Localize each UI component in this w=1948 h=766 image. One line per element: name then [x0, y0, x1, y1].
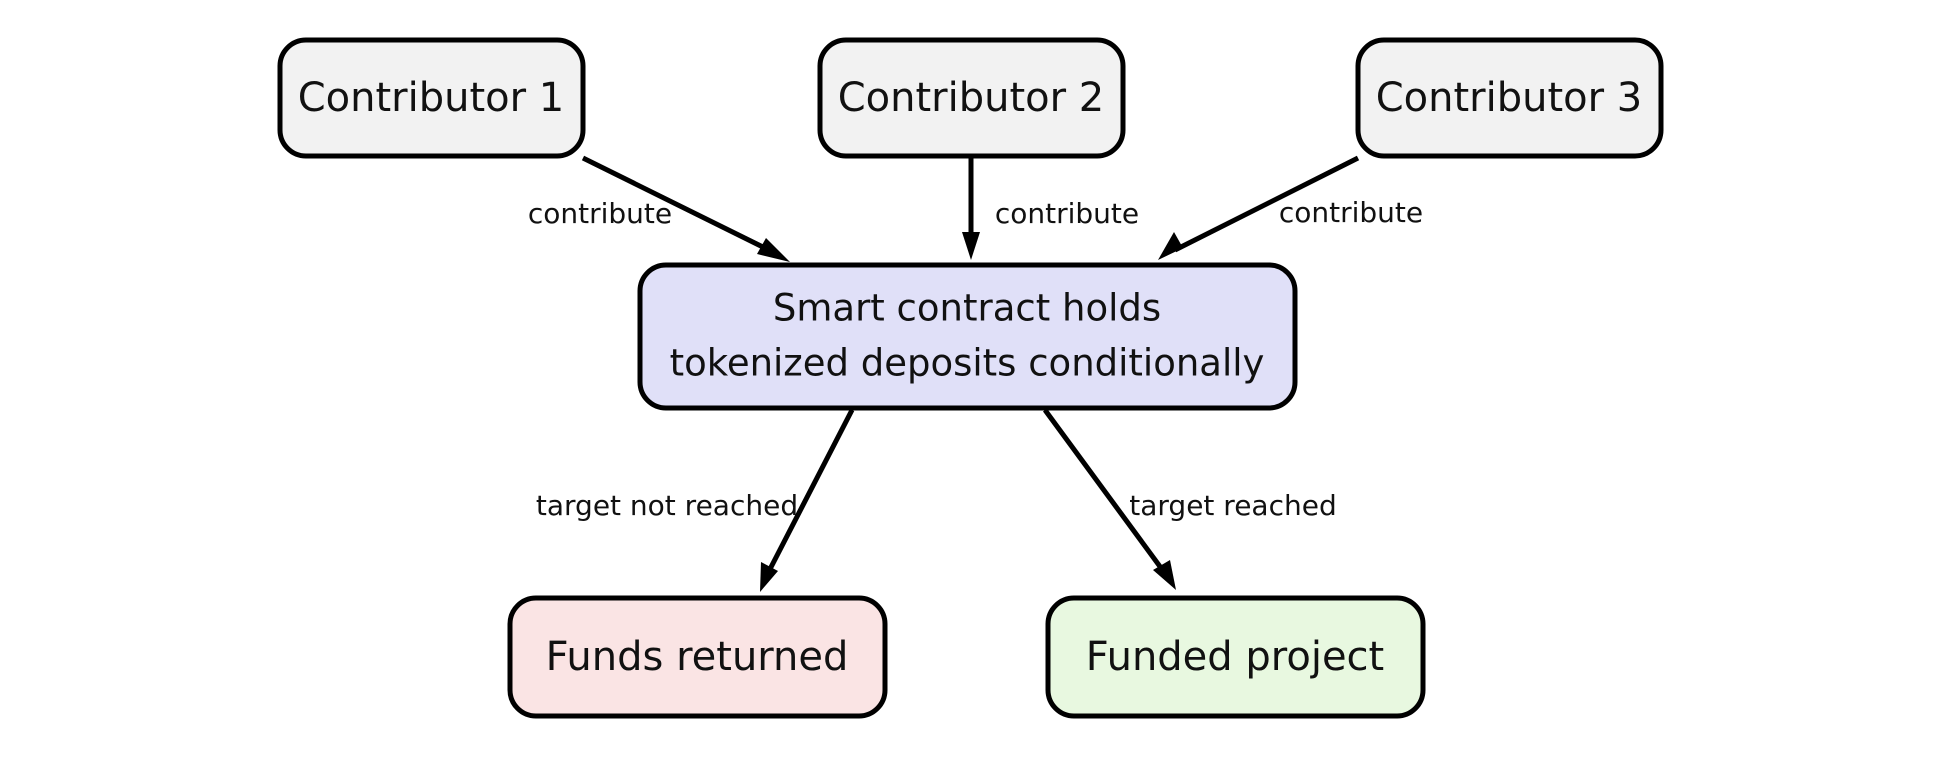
- edge-line-funded: [1042, 408, 1167, 574]
- node-smart-contract[interactable]: Smart contract holds tokenized deposits …: [637, 262, 1298, 411]
- edge-contributor3-to-contract: contribute: [1158, 155, 1423, 260]
- node-label-funds-returned: Funds returned: [546, 634, 849, 680]
- node-shape-smart-contract: [637, 262, 1298, 411]
- node-label-funded-project: Funded project: [1086, 634, 1384, 680]
- node-contributor-3[interactable]: Contributor 3: [1355, 37, 1664, 159]
- arrowhead-c1: [757, 238, 790, 262]
- edge-contributor1-to-contract: contribute: [528, 155, 790, 262]
- arrowhead-returned: [760, 562, 778, 592]
- node-contributor-2[interactable]: Contributor 2: [817, 37, 1126, 159]
- edge-line-returned: [765, 408, 855, 575]
- node-shape-contributor-1: [277, 37, 586, 159]
- node-label-smart-contract-line1: Smart contract holds: [773, 287, 1161, 330]
- edge-label-contribute-3: contribute: [1279, 196, 1423, 229]
- edge-line-c1: [581, 155, 777, 256]
- edge-contract-to-funded-project: target reached: [1042, 408, 1337, 590]
- arrowhead-c2: [962, 232, 980, 260]
- edge-label-contribute-1: contribute: [528, 197, 672, 230]
- edge-contract-to-funds-returned: target not reached: [536, 408, 855, 592]
- node-shape-funds-returned: [507, 595, 888, 719]
- node-funded-project[interactable]: Funded project: [1045, 595, 1426, 719]
- node-label-contributor-2: Contributor 2: [838, 75, 1105, 121]
- arrowhead-c3: [1158, 232, 1183, 260]
- node-funds-returned[interactable]: Funds returned: [507, 595, 888, 719]
- node-label-contributor-1: Contributor 1: [298, 75, 565, 121]
- node-contributor-1[interactable]: Contributor 1: [277, 37, 586, 159]
- node-label-contributor-3: Contributor 3: [1376, 75, 1643, 121]
- arrowhead-funded: [1153, 560, 1176, 590]
- node-shape-funded-project: [1045, 595, 1426, 719]
- node-label-smart-contract-line2: tokenized deposits conditionally: [670, 342, 1265, 385]
- edge-label-target-reached: target reached: [1129, 489, 1336, 522]
- node-shape-contributor-2: [817, 37, 1126, 159]
- edge-line-c3: [1173, 155, 1360, 253]
- edge-contributor2-to-contract: contribute: [962, 158, 1139, 260]
- edge-label-contribute-2: contribute: [995, 197, 1139, 230]
- node-shape-contributor-3: [1355, 37, 1664, 159]
- edge-label-target-not-reached: target not reached: [536, 489, 798, 522]
